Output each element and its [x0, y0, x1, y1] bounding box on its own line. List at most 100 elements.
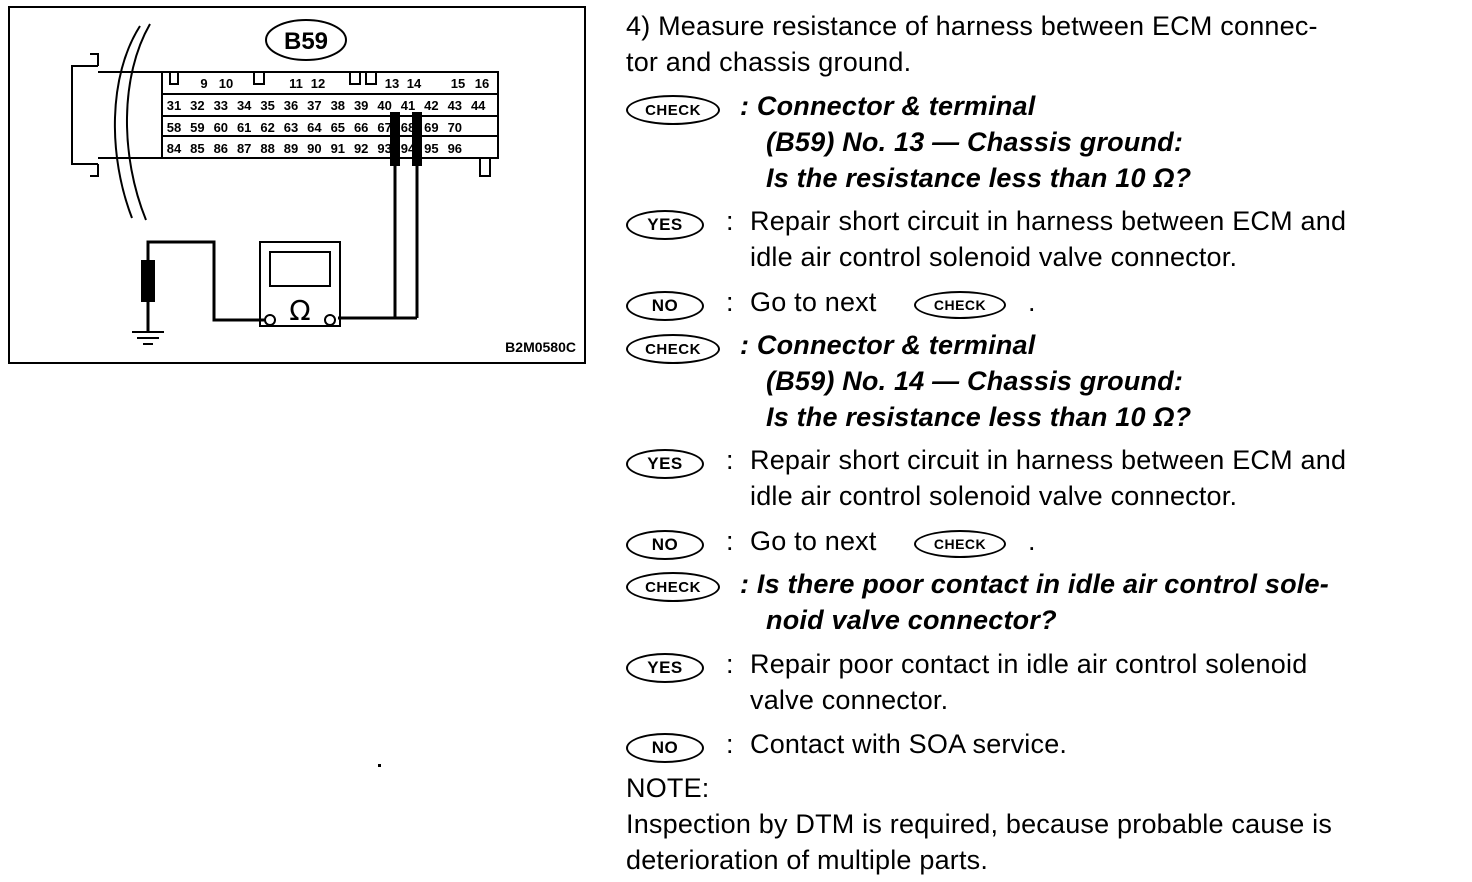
- pin-number: 31: [167, 98, 181, 113]
- pin-number: 15: [451, 76, 465, 91]
- note-line: deterioration of multiple parts.: [626, 845, 989, 875]
- pin-number: 40: [377, 98, 391, 113]
- pin-number: 63: [284, 120, 298, 135]
- yes-text-line: Repair short circuit in harness between …: [750, 445, 1347, 475]
- check-badge-inline: CHECK: [914, 530, 1006, 558]
- ground-probe: [141, 260, 155, 302]
- pin-number: 95: [424, 141, 438, 156]
- stray-dot: [378, 764, 381, 767]
- pin-number: 92: [354, 141, 368, 156]
- colon: :: [726, 526, 734, 556]
- harness-cable: [113, 23, 151, 221]
- check-text-line: noid valve connector?: [766, 605, 1057, 635]
- pin-number: 13: [385, 76, 399, 91]
- pin-number: 64: [307, 120, 322, 135]
- check-text-line: : Connector & terminal: [740, 91, 1036, 121]
- ohm-symbol: Ω: [289, 294, 310, 327]
- pin-number: 33: [214, 98, 228, 113]
- pin-number: 58: [167, 120, 181, 135]
- check-text-line: Is the resistance less than 10 Ω?: [766, 402, 1192, 432]
- note-heading: NOTE:: [626, 773, 710, 803]
- colon: :: [726, 445, 734, 475]
- no-badge: NO: [626, 291, 704, 321]
- yes-text-line: Repair short circuit in harness between …: [750, 206, 1347, 236]
- colon: :: [726, 287, 734, 317]
- step-intro-line-2: tor and chassis ground.: [626, 47, 912, 77]
- yes-text-line: Repair poor contact in idle air control …: [750, 649, 1308, 679]
- pin-number: 32: [190, 98, 204, 113]
- check-text-line: (B59) No. 14 — Chassis ground:: [766, 366, 1184, 396]
- pin-number: 66: [354, 120, 368, 135]
- pin-number: 35: [260, 98, 274, 113]
- no-text: Go to next: [750, 526, 877, 556]
- pin-number: 93: [377, 141, 391, 156]
- check-badge: CHECK: [626, 95, 720, 125]
- ground-symbol: [132, 331, 164, 345]
- yes-badge: YES: [626, 449, 704, 479]
- yes-text-line: idle air control solenoid valve connecto…: [750, 242, 1238, 272]
- pin-number: 44: [471, 98, 486, 113]
- pin-number: 69: [424, 120, 438, 135]
- pin-number: 87: [237, 141, 251, 156]
- pin-number: 67: [377, 120, 391, 135]
- check-text-line: : Is there poor contact in idle air cont…: [740, 569, 1329, 599]
- pin-number: 70: [448, 120, 462, 135]
- pin-number: 39: [354, 98, 368, 113]
- no-badge: NO: [626, 530, 704, 560]
- colon: :: [726, 206, 734, 236]
- connector-body: [71, 53, 499, 177]
- pin-number: 42: [424, 98, 438, 113]
- yes-text-line: valve connector.: [750, 685, 949, 715]
- step-intro-line-1: 4) Measure resistance of harness between…: [626, 11, 1318, 41]
- check-text-line: : Connector & terminal: [740, 330, 1036, 360]
- pin-number: 68: [401, 120, 415, 135]
- pin-number: 60: [214, 120, 228, 135]
- connector-label: B59: [284, 28, 328, 55]
- no-text: Go to next: [750, 287, 877, 317]
- pin-number: 9: [200, 76, 207, 91]
- figure-border: [8, 6, 586, 364]
- pin-number: 84: [167, 141, 182, 156]
- pin-number: 11: [289, 76, 303, 91]
- pin-number: 89: [284, 141, 298, 156]
- note-line: Inspection by DTM is required, because p…: [626, 809, 1333, 839]
- pin-number: 65: [331, 120, 345, 135]
- connector-label-oval: [265, 19, 347, 61]
- check-badge: CHECK: [626, 334, 720, 364]
- ground-lead: [146, 240, 265, 332]
- pin-number: 86: [214, 141, 228, 156]
- ohmmeter: [259, 241, 341, 327]
- pin-number: 16: [475, 76, 489, 91]
- check-text-line: Is the resistance less than 10 Ω?: [766, 163, 1192, 193]
- colon: :: [726, 729, 734, 759]
- no-badge: NO: [626, 733, 704, 763]
- pin-number: 59: [190, 120, 204, 135]
- figure-code: B2M0580C: [505, 339, 576, 355]
- check-badge-inline: CHECK: [914, 291, 1006, 319]
- no-suffix: .: [1028, 526, 1036, 556]
- pin-number: 10: [219, 76, 233, 91]
- pin-number: 90: [307, 141, 321, 156]
- pin-number: 37: [307, 98, 321, 113]
- pin-number: 12: [311, 76, 325, 91]
- no-suffix: .: [1028, 287, 1036, 317]
- check-badge: CHECK: [626, 572, 720, 602]
- yes-badge: YES: [626, 653, 704, 683]
- yes-badge: YES: [626, 210, 704, 240]
- pin-number: 38: [331, 98, 345, 113]
- pin-number: 36: [284, 98, 298, 113]
- pin-number: 62: [260, 120, 274, 135]
- pin-number: 41: [401, 98, 415, 113]
- check-text-line: (B59) No. 13 — Chassis ground:: [766, 127, 1184, 157]
- pin-number: 43: [448, 98, 462, 113]
- pin-number: 61: [237, 120, 251, 135]
- yes-text-line: idle air control solenoid valve connecto…: [750, 481, 1238, 511]
- colon: :: [726, 649, 734, 679]
- pin-number: 91: [331, 141, 345, 156]
- test-probes: [338, 112, 422, 320]
- no-text: Contact with SOA service.: [750, 729, 1068, 759]
- pin-number: 14: [407, 76, 422, 91]
